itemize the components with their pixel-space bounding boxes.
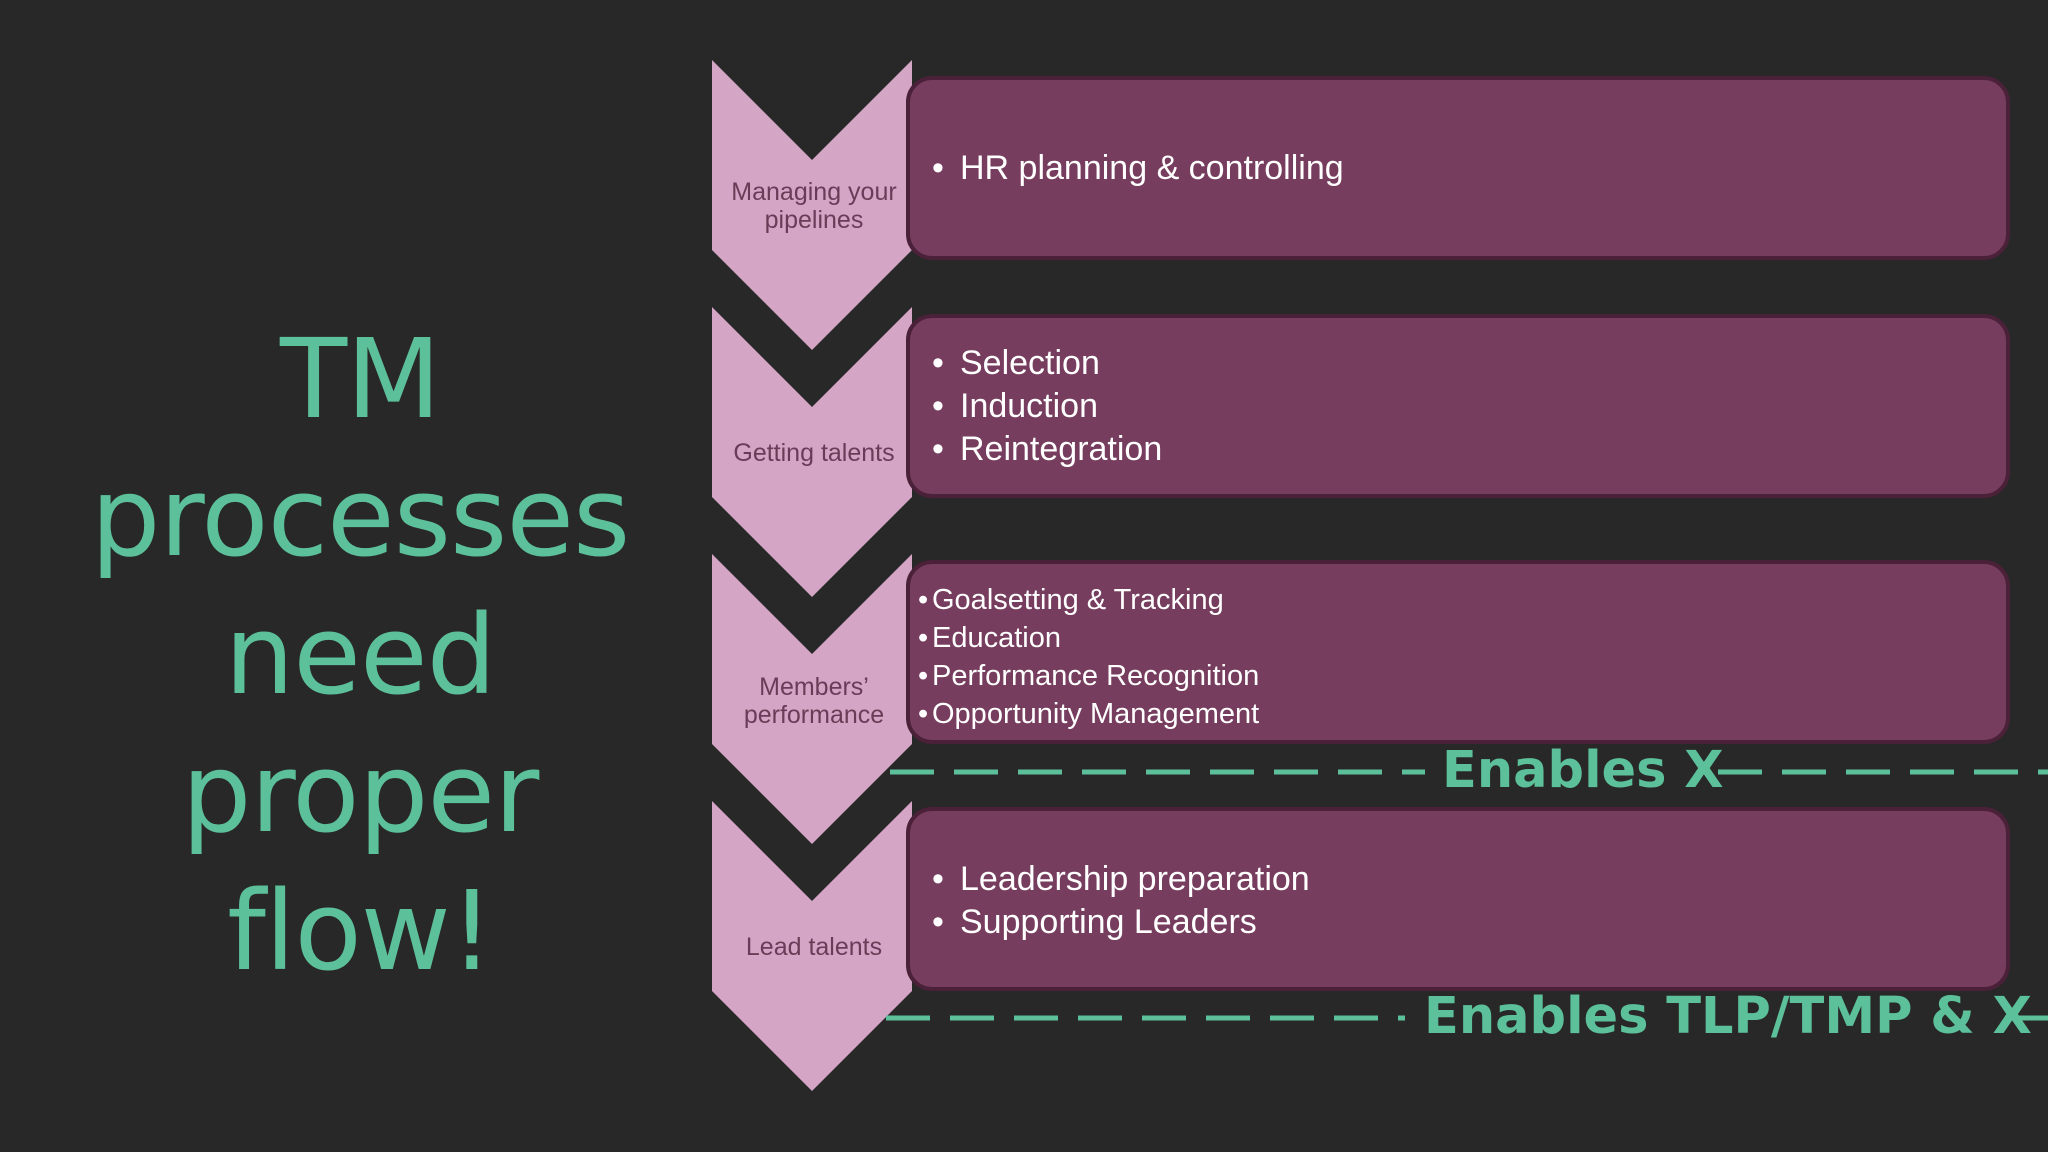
chevron-label-stage-3: Members’ performance: [743, 673, 885, 729]
title-line-3: need proper: [181, 591, 540, 857]
stage-1-list: HR planning & controlling: [910, 147, 2006, 190]
list-item: Performance Recognition: [910, 657, 2006, 695]
chevron-stage-4: [712, 801, 912, 1091]
stage-2-box: Selection Induction Reintegration: [906, 314, 2010, 498]
chevron-label-stage-1: Managing your pipelines: [731, 178, 897, 234]
enables-tlp-tmp-x-label: Enables TLP/TMP & X: [1424, 987, 2032, 1046]
list-item: Supporting Leaders: [910, 901, 2006, 944]
stage-4-list: Leadership preparation Supporting Leader…: [910, 858, 2006, 944]
title-line-4: flow!: [227, 867, 494, 995]
chevron-stage-1: [712, 60, 912, 350]
stage-1-box: HR planning & controlling: [906, 76, 2010, 260]
stage-3-list: Goalsetting & Tracking Education Perform…: [910, 581, 2006, 733]
chevron-stage-2: [712, 307, 912, 597]
list-item: Reintegration: [910, 428, 2006, 471]
stage-4-box: Leadership preparation Supporting Leader…: [906, 807, 2010, 991]
stage-3-box: Goalsetting & Tracking Education Perform…: [906, 560, 2010, 744]
title-line-2: processes: [90, 453, 631, 581]
title-line-1: TM: [279, 315, 441, 443]
stage-2-list: Selection Induction Reintegration: [910, 342, 2006, 471]
list-item: Opportunity Management: [910, 695, 2006, 733]
list-item: Education: [910, 619, 2006, 657]
slide-title: TM processes need proper flow!: [40, 310, 680, 1000]
list-item: Leadership preparation: [910, 858, 2006, 901]
list-item: Goalsetting & Tracking: [910, 581, 2006, 619]
chevron-label-stage-2: Getting talents: [733, 439, 895, 467]
list-item: Induction: [910, 385, 2006, 428]
enables-x-label: Enables X: [1442, 741, 1724, 800]
list-item: Selection: [910, 342, 2006, 385]
chevron-stage-3: [712, 554, 912, 844]
chevron-label-stage-4: Lead talents: [745, 933, 883, 961]
list-item: HR planning & controlling: [910, 147, 2006, 190]
